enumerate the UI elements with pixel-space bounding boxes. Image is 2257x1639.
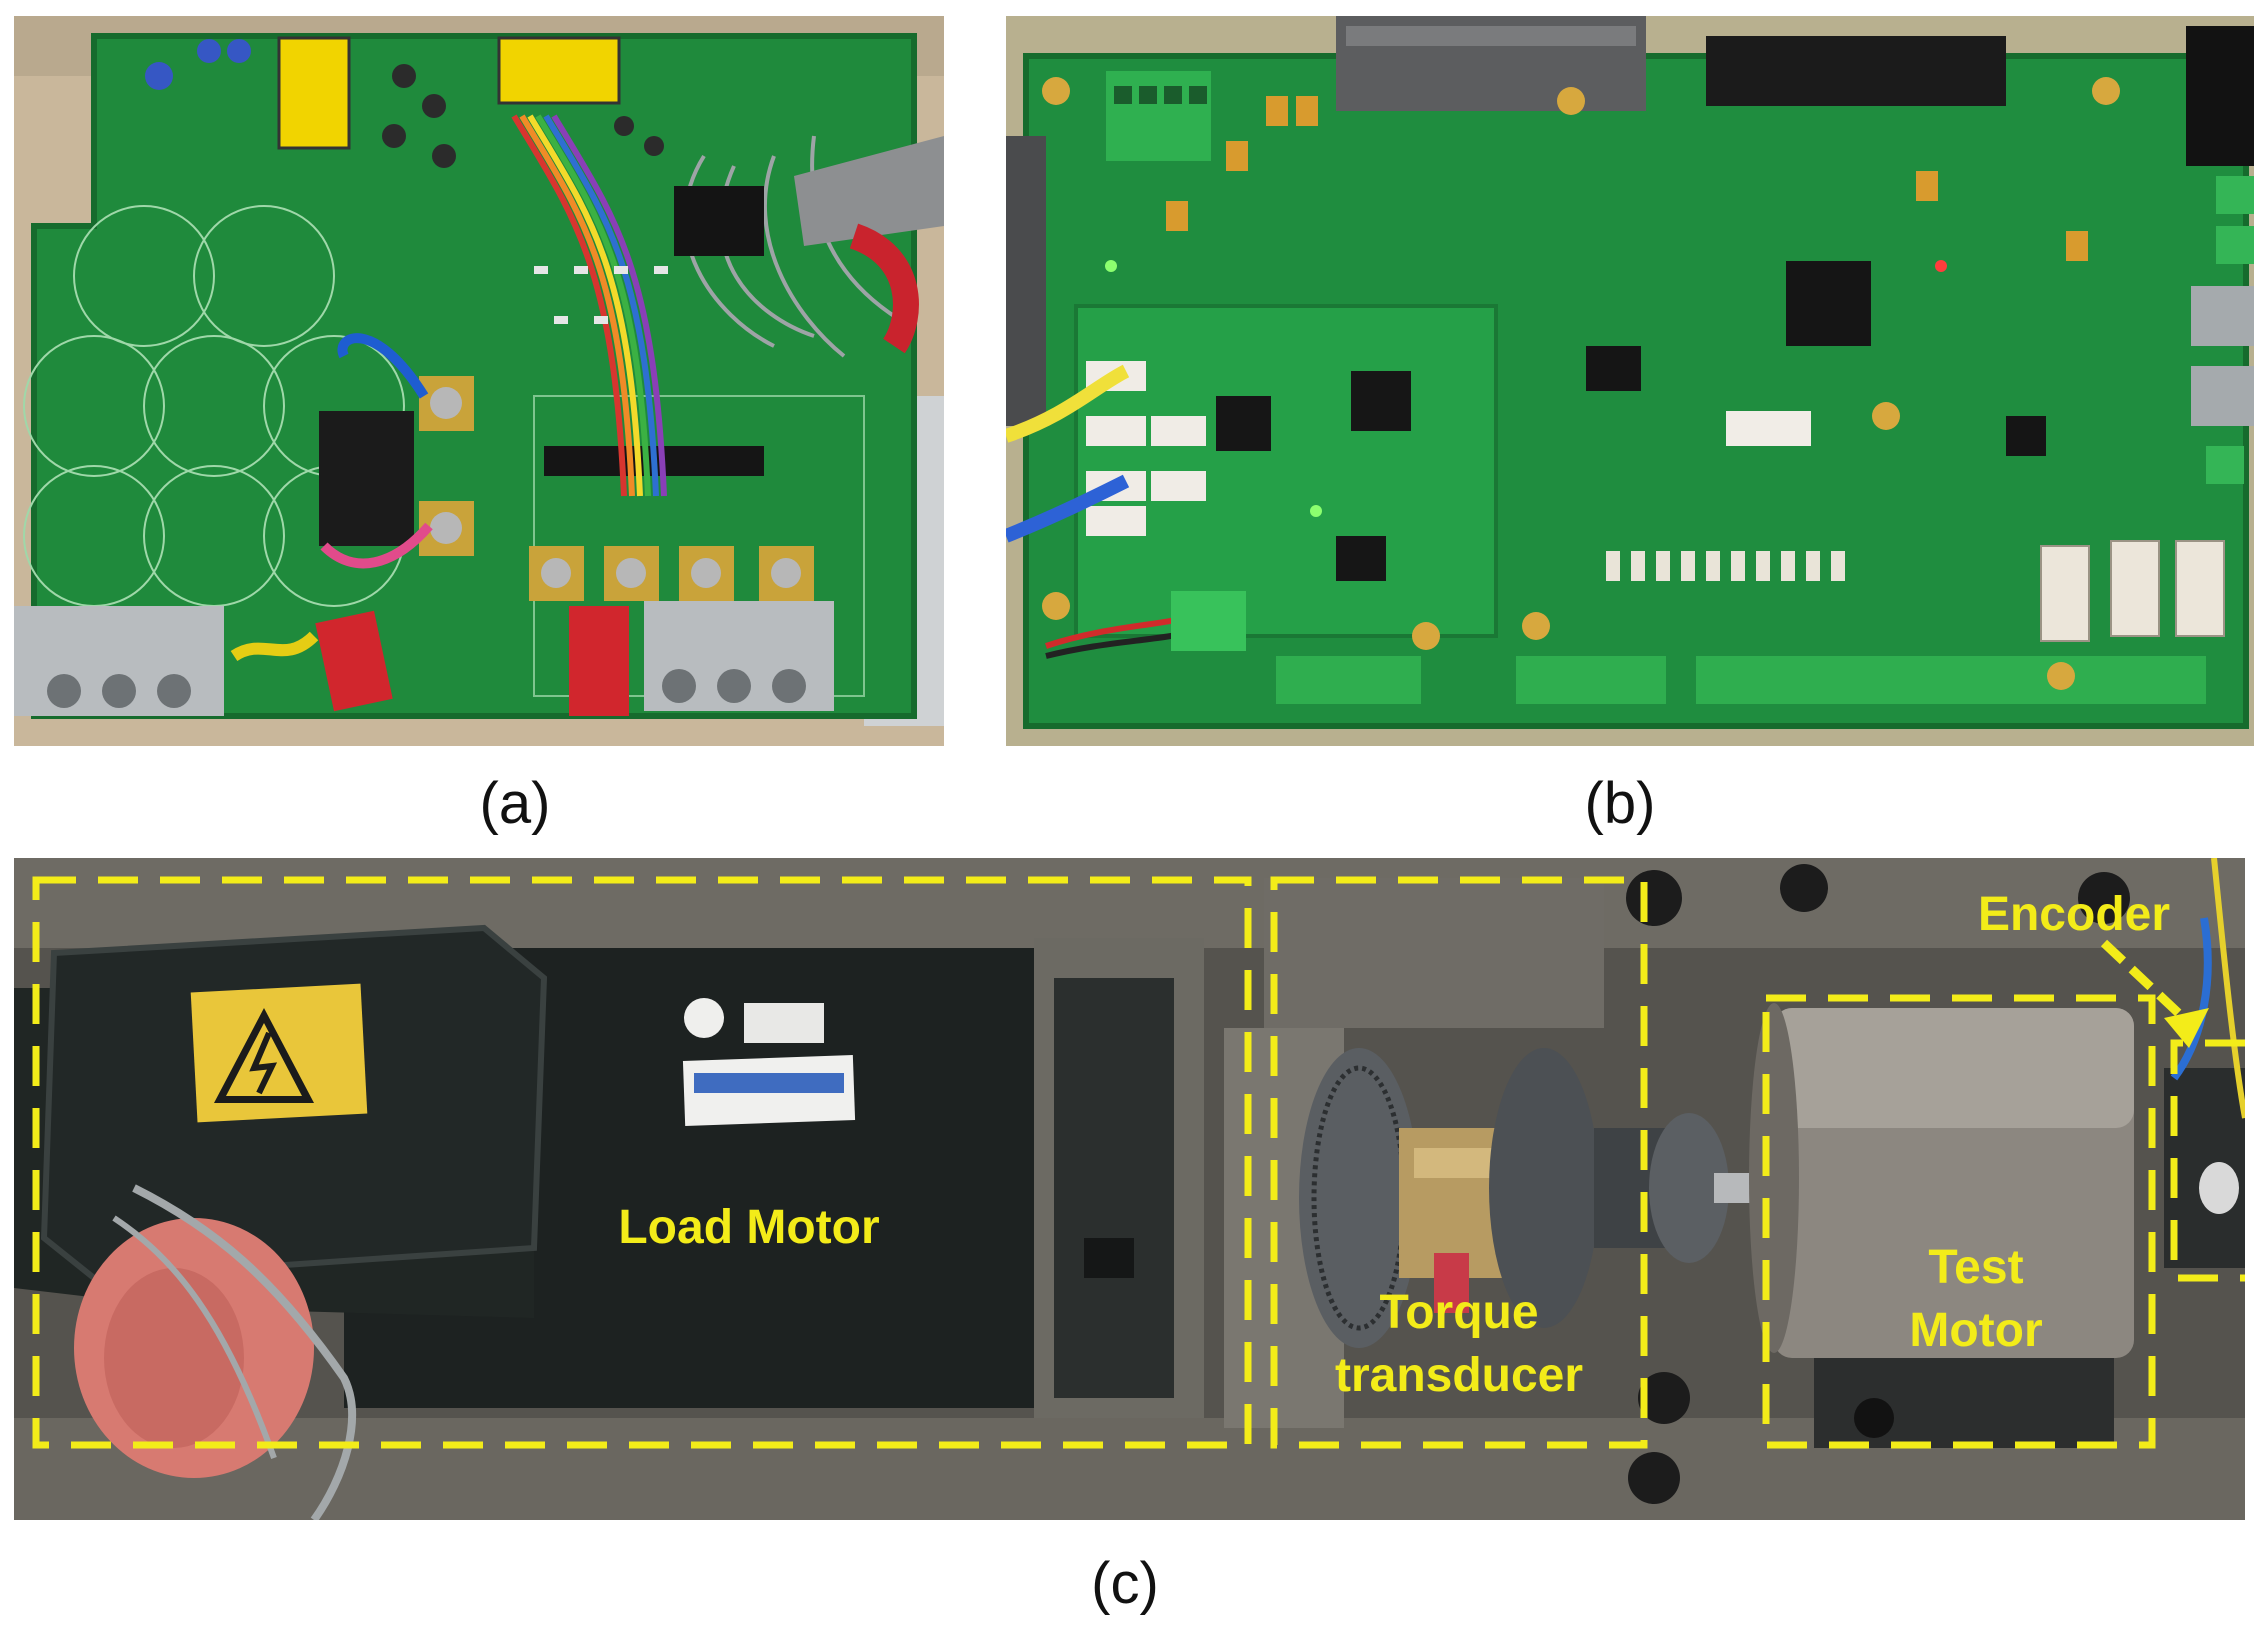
inverter-board-illustration xyxy=(14,16,944,746)
caption-b: (b) xyxy=(1584,771,1656,836)
load-motor xyxy=(14,924,1204,1520)
photo-test-bench: Load Motor Torque transducer Test Motor … xyxy=(14,858,2245,1520)
encoder-box xyxy=(2170,1039,2245,1282)
power-terminal-block xyxy=(1106,71,1211,161)
torque-transducer xyxy=(1224,878,1774,1428)
ribbon-cable xyxy=(511,114,667,497)
torque-transducer-box xyxy=(1270,876,1648,1449)
load-motor-box xyxy=(32,876,1252,1449)
control-board-illustration xyxy=(1006,16,2254,746)
transformer xyxy=(277,36,351,150)
load-motor-label: Load Motor xyxy=(618,1201,879,1254)
torque-transducer-label-line2: transducer xyxy=(1335,1349,1583,1402)
test-motor-label-line2: Motor xyxy=(1909,1304,2042,1357)
test-motor xyxy=(1749,858,2245,1448)
test-motor-label-line1: Test xyxy=(1928,1241,2023,1294)
encoder-arrow xyxy=(2100,939,2209,1048)
relays xyxy=(2040,540,2225,642)
dc-link-capacitor xyxy=(319,411,414,546)
test-motor-box xyxy=(1762,994,2156,1449)
test-bench-illustration: Load Motor Torque transducer Test Motor … xyxy=(14,858,2245,1520)
caption-c: (c) xyxy=(1091,1551,1159,1616)
photo-inverter-board xyxy=(14,16,944,746)
encoder-label: Encoder xyxy=(1978,888,2170,941)
torque-transducer-label-line1: Torque xyxy=(1379,1286,1538,1339)
dsp-chip xyxy=(1786,261,1871,346)
photo-control-board xyxy=(1006,16,2254,746)
caption-a: (a) xyxy=(479,771,551,836)
output-terminals xyxy=(529,546,814,601)
